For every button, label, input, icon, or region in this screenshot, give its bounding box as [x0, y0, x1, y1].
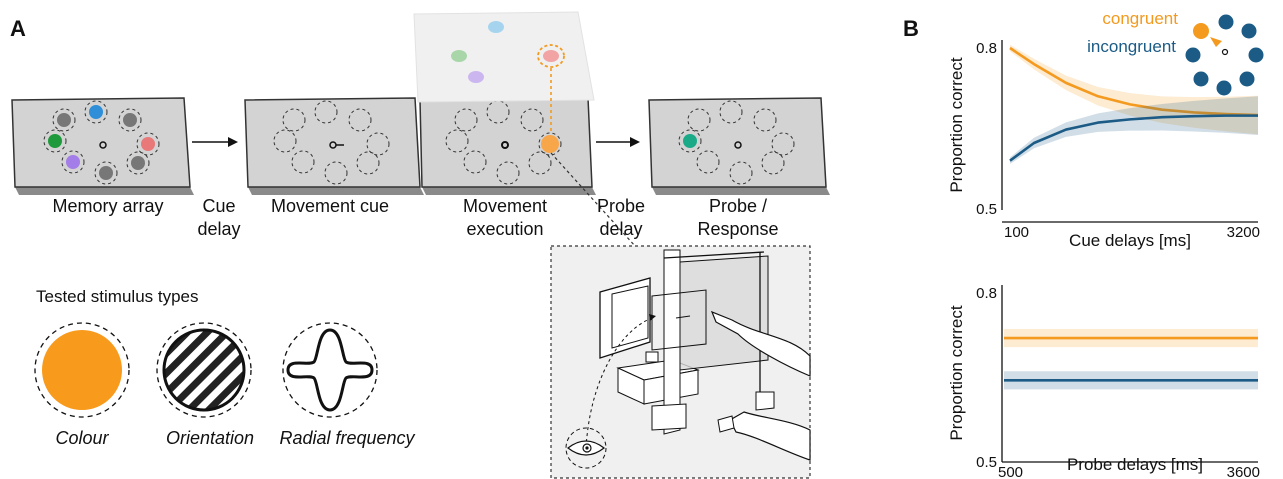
- chart2-y-label: Proportion correct: [947, 305, 966, 440]
- chart1-x-label: Cue delays [ms]: [1069, 231, 1191, 250]
- movement-cue-label: Movement cue: [271, 196, 389, 216]
- projected-memory-layer: [413, 11, 595, 132]
- chart1-y-tick: 0.8: [976, 40, 997, 57]
- chart1-x-tick: 3200: [1227, 224, 1260, 241]
- chart2-x-tick: 3600: [1227, 464, 1260, 479]
- cue-delay-chart: Proportion correct Cue delays [ms] 0.5 0.…: [947, 40, 1260, 250]
- memory-array-screen: [11, 97, 194, 195]
- chart1-x-tick: 100: [1004, 224, 1029, 241]
- line-congruent: [1009, 46, 1259, 117]
- radial-frequency-stimulus: [282, 322, 378, 418]
- chart2-y-tick: 0.8: [976, 285, 997, 302]
- cue-delay-label-2: delay: [197, 219, 240, 239]
- colour-label: Colour: [55, 428, 109, 448]
- movement-execution-screen: [419, 97, 596, 195]
- colour-stimulus: [34, 322, 130, 418]
- movement-cue-screen: [244, 97, 424, 195]
- orientation-label: Orientation: [166, 428, 254, 448]
- orientation-stimulus: [156, 322, 252, 418]
- chart2-x-label: Probe delays [ms]: [1067, 455, 1203, 474]
- inset-pointer-line: [550, 152, 636, 247]
- movement-execution-label-2: execution: [466, 219, 543, 239]
- panel-a-label: A: [10, 16, 26, 41]
- stimulus-types-title: Tested stimulus types: [36, 287, 199, 306]
- probe-delay-chart: Proportion correct Probe delays [ms] 0.5…: [947, 285, 1260, 479]
- radial-frequency-label: Radial frequency: [279, 428, 415, 448]
- experimental-setup-inset: [550, 245, 811, 479]
- chart1-y-tick: 0.5: [976, 201, 997, 218]
- chart2-y-tick: 0.5: [976, 454, 997, 471]
- probe-response-label-1: Probe /: [709, 196, 767, 216]
- memory-array-label: Memory array: [52, 196, 163, 216]
- legend-ring-icon: [1185, 14, 1264, 96]
- legend: congruent incongruent: [1087, 9, 1264, 96]
- chart2-x-tick: 500: [998, 464, 1023, 479]
- probe-delay-label-1: Probe: [597, 196, 645, 216]
- probe-delay-label-2: delay: [599, 219, 642, 239]
- band-incongruent: [1010, 96, 1258, 164]
- cue-delay-label-1: Cue: [202, 196, 235, 216]
- probe-response-label-2: Response: [697, 219, 778, 239]
- movement-execution-label-1: Movement: [463, 196, 547, 216]
- probe-response-screen: [648, 97, 830, 195]
- legend-congruent: congruent: [1102, 9, 1178, 28]
- panel-b-label: B: [903, 16, 919, 41]
- legend-incongruent: incongruent: [1087, 37, 1176, 56]
- chart1-y-label: Proportion correct: [947, 57, 966, 192]
- line-incongruent: [1009, 114, 1258, 162]
